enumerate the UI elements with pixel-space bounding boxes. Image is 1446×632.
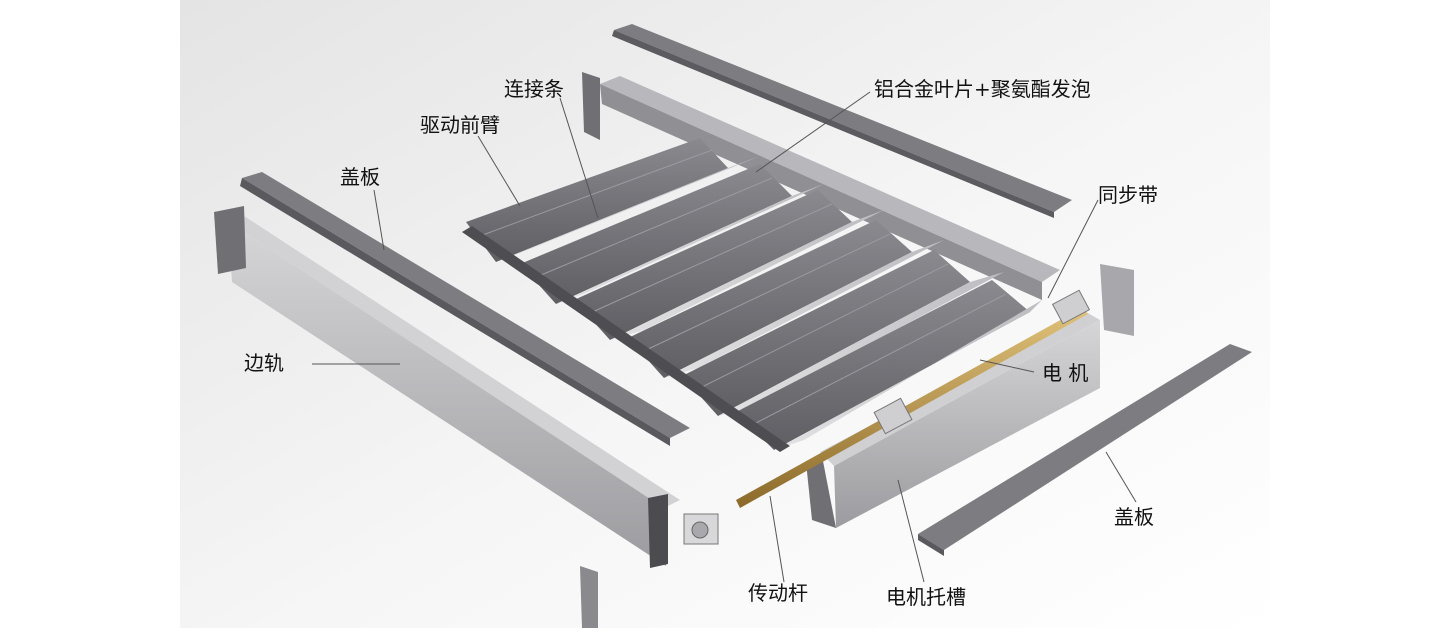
leader-louver-blade <box>755 91 871 173</box>
label-connector-strip: 连接条 <box>504 77 564 101</box>
cover-plate-right <box>918 344 1252 556</box>
cover-plate-top <box>612 24 1072 218</box>
label-motor: 电 机 <box>1042 361 1089 385</box>
leader-cover-plate-right <box>1105 451 1137 503</box>
label-louver-blade: 铝合金叶片+聚氨酯发泡 <box>874 77 1091 101</box>
label-cover-plate-left: 盖板 <box>340 165 380 189</box>
cover-plate-left <box>240 172 690 446</box>
label-cover-plate-right: 盖板 <box>1114 505 1154 529</box>
label-drive-front-arm: 驱动前臂 <box>420 113 500 137</box>
leader-motor <box>979 359 1035 373</box>
label-drive-rod: 传动杆 <box>748 581 808 605</box>
label-timing-belt: 同步带 <box>1098 183 1158 207</box>
bottom-bracket <box>580 566 598 628</box>
leader-cover-plate-left <box>373 189 385 251</box>
leader-motor-tray <box>897 479 925 583</box>
side-rail-assembly <box>214 206 719 568</box>
label-motor-tray: 电机托槽 <box>886 585 966 609</box>
label-side-rail: 边轨 <box>244 351 284 375</box>
leader-drive-rod <box>769 495 785 583</box>
leader-drive-front-arm <box>477 135 521 207</box>
leader-connector-strip <box>559 97 599 219</box>
louver-blades <box>462 138 1042 452</box>
leader-timing-belt <box>1047 199 1099 299</box>
leader-lines <box>312 91 1137 583</box>
